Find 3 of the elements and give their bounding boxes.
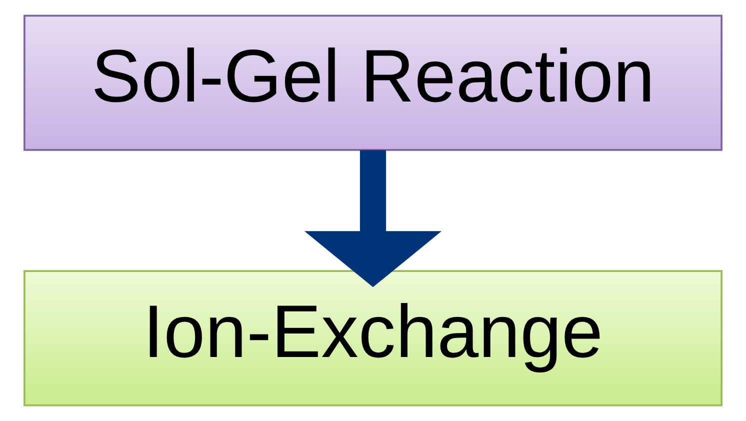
node-box: Sol-Gel Reaction <box>24 14 722 151</box>
arrow <box>304 150 442 288</box>
node-box: Ion-Exchange <box>24 270 722 406</box>
